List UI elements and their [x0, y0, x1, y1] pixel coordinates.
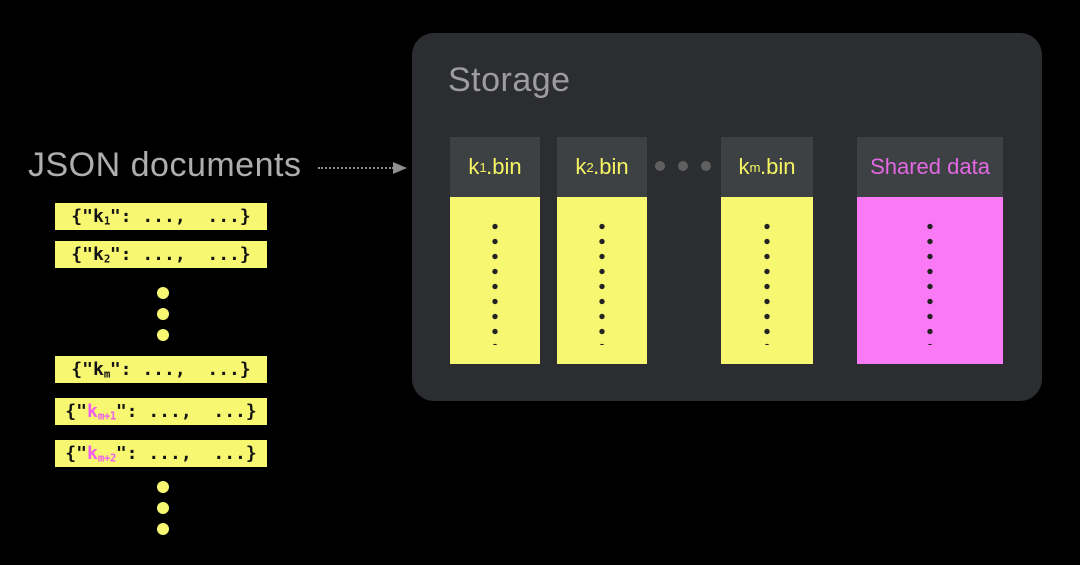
- dot: [157, 287, 169, 299]
- bin-label: k: [468, 154, 480, 179]
- doc-key-subscript: m+2: [97, 451, 117, 465]
- bin-label-subscript: 2: [586, 159, 594, 175]
- bin-label-subscript: m: [749, 159, 761, 175]
- dot: [157, 481, 169, 493]
- doc-key-subscript: m+1: [97, 409, 117, 423]
- doc-text: ": ..., ...}: [115, 443, 257, 464]
- ellipsis-dots-vertical: [492, 219, 498, 345]
- ellipsis-dots-vertical: [927, 219, 933, 345]
- doc-key: k: [92, 244, 104, 265]
- doc-key-subscript: 2: [103, 252, 111, 266]
- json-doc-row-km2: {"km+2": ..., ...}: [55, 440, 267, 467]
- bin-body: [557, 197, 647, 364]
- json-doc-row-k1: {"k1": ..., ...}: [55, 203, 267, 230]
- ellipsis-dots-vertical: [599, 219, 605, 345]
- ellipsis-dots-horizontal: [655, 161, 711, 171]
- bin-label: .bin: [760, 154, 796, 179]
- storage-title: Storage: [448, 61, 571, 99]
- json-doc-row-k2: {"k2": ..., ...}: [55, 241, 267, 268]
- dot: [678, 161, 688, 171]
- dot: [701, 161, 711, 171]
- doc-text: ": ..., ...}: [109, 244, 251, 265]
- ellipsis-dots-vertical: [157, 481, 169, 535]
- json-doc-row-km1: {"km+1": ..., ...}: [55, 398, 267, 425]
- doc-text: {": [65, 443, 87, 464]
- json-documents-title: JSON documents: [28, 146, 302, 184]
- doc-text: {": [71, 244, 93, 265]
- dot: [157, 502, 169, 514]
- doc-text: ": ..., ...}: [109, 359, 251, 380]
- bin-label: .bin: [593, 154, 629, 179]
- bin-body: [721, 197, 813, 364]
- bin-header: Shared data: [857, 137, 1003, 197]
- dot: [157, 523, 169, 535]
- bin-body: [857, 197, 1003, 364]
- ellipsis-dots-vertical: [764, 219, 770, 345]
- doc-key: k: [86, 401, 98, 422]
- bin-label: k: [575, 154, 587, 179]
- doc-text: ": ..., ...}: [109, 206, 251, 227]
- dotted-arrow-line: [318, 167, 394, 169]
- bin-label-subscript: 1: [479, 159, 487, 175]
- bin-label: Shared data: [870, 154, 990, 179]
- doc-key-subscript: m: [103, 367, 111, 381]
- doc-key: k: [86, 443, 98, 464]
- doc-text: {": [71, 206, 93, 227]
- doc-text: ": ..., ...}: [115, 401, 257, 422]
- dot: [157, 329, 169, 341]
- doc-key: k: [92, 359, 104, 380]
- doc-key-subscript: 1: [103, 214, 111, 228]
- doc-text: {": [71, 359, 93, 380]
- ellipsis-dots-vertical: [157, 287, 169, 341]
- dot: [157, 308, 169, 320]
- storage-shared-data: Shared data: [857, 137, 1003, 364]
- bin-body: [450, 197, 540, 364]
- bin-label: k: [738, 154, 750, 179]
- dot: [655, 161, 665, 171]
- json-doc-row-km: {"km": ..., ...}: [55, 356, 267, 383]
- arrow-head-icon: [393, 162, 407, 174]
- doc-key: k: [92, 206, 104, 227]
- doc-text: {": [65, 401, 87, 422]
- bin-label: .bin: [486, 154, 522, 179]
